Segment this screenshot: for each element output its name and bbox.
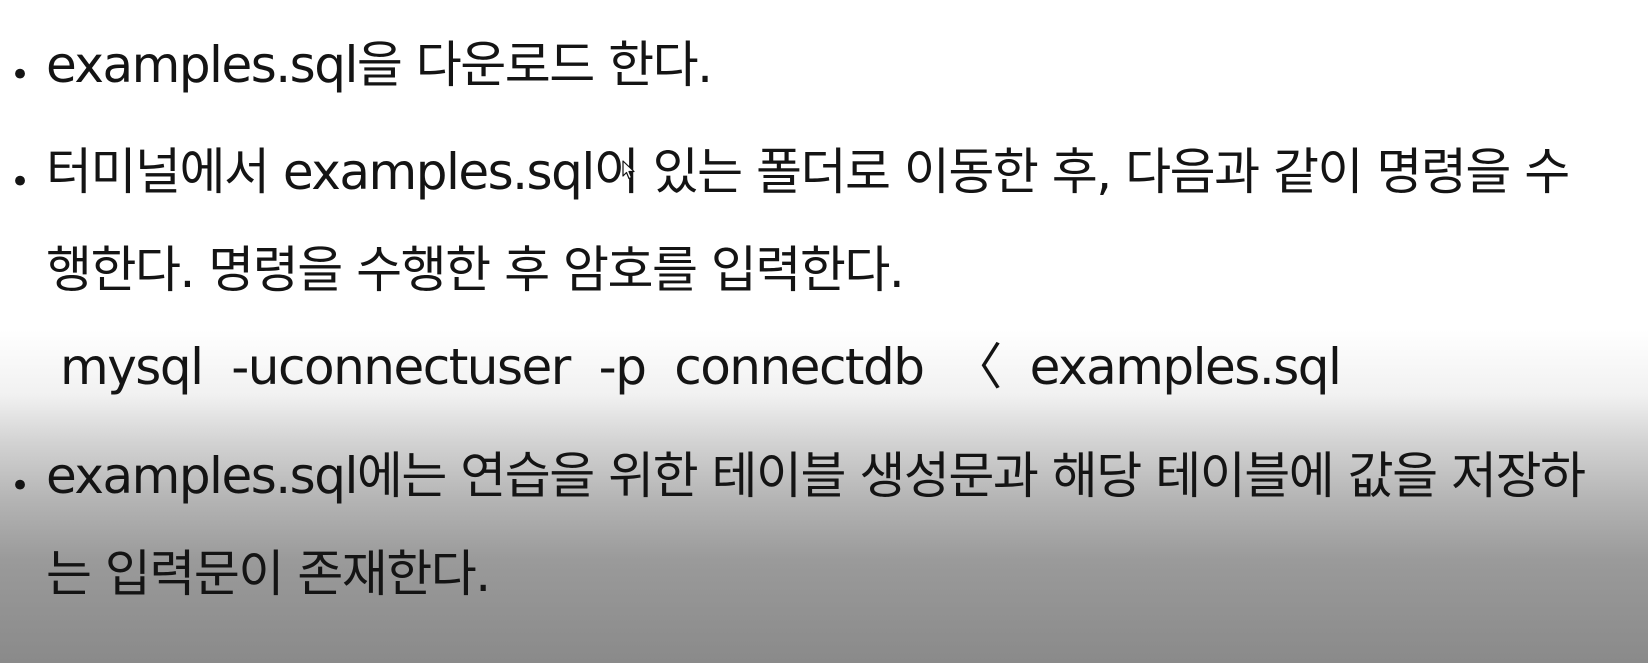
bullet-marker: •: [10, 162, 31, 202]
command-line: mysql -uconnectuser -p connectdb 〈 examp…: [60, 338, 1342, 396]
bullet-text: 터미널에서 examples.sql이 있는 폴더로 이동한 후, 다음과 같이…: [46, 143, 1570, 299]
bullet-text: examples.sql을 다운로드 한다.: [46, 36, 713, 94]
bullet-marker: •: [10, 55, 31, 95]
bullet-marker: •: [10, 466, 31, 506]
bullet-text: examples.sql에는 연습을 위한 테이블 생성문과 해당 테이블에 값…: [46, 447, 1586, 603]
